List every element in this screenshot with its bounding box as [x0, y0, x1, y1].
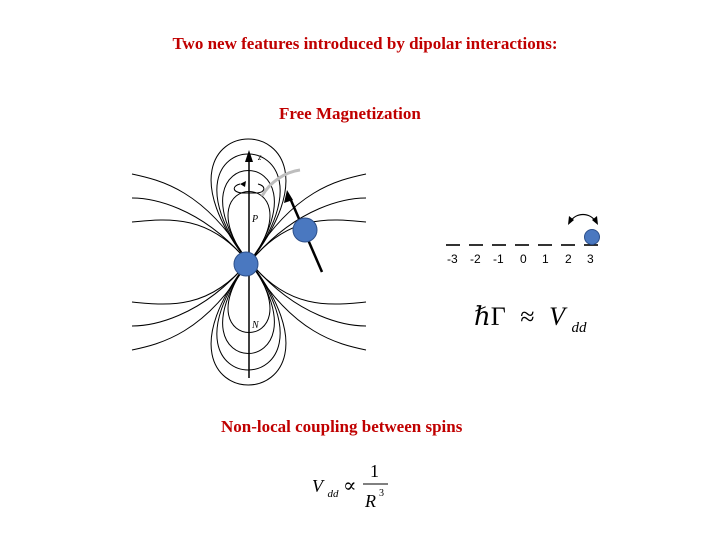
transition-double-arrow: [570, 215, 596, 223]
dipole-atom: [234, 252, 258, 276]
free-magnetization-heading: Free Magnetization: [279, 104, 421, 124]
level-label: 3: [587, 252, 594, 266]
rotation-arrow-icon: [234, 184, 264, 193]
tilted-spin-arrowhead: [284, 190, 293, 203]
scaling-relation: ∝: [343, 475, 357, 497]
level-label: -3: [447, 252, 458, 266]
level-labels: -3 -2 -1 0 1 2 3: [440, 252, 610, 272]
rate-rhs-subscript: dd: [571, 320, 587, 336]
level-label: -1: [493, 252, 504, 266]
rate-relation: ≈: [520, 302, 534, 331]
level-label: 2: [565, 252, 572, 266]
label-n: N: [251, 320, 260, 331]
scaling-lhs-subscript: dd: [328, 488, 340, 500]
scaling-exponent: 3: [379, 488, 384, 499]
z-axis-arrowhead: [245, 150, 253, 162]
rate-lhs: ℏΓ: [474, 302, 506, 331]
scaling-lhs: V: [312, 476, 325, 496]
z-axis-label: z: [257, 152, 262, 162]
rate-rhs: V: [549, 302, 568, 331]
label-p: P: [251, 214, 258, 225]
svg-text:ℏΓ ≈ V dd: ℏΓ ≈ V dd: [474, 302, 587, 336]
tilted-spin-arrow: [290, 198, 322, 272]
field-lines: [132, 139, 366, 385]
precession-arc: [262, 170, 300, 196]
slide-title: Two new features introduced by dipolar i…: [0, 34, 720, 54]
spin-atom: [585, 230, 600, 245]
svg-text:V dd: V dd: [312, 476, 339, 500]
level-label: 0: [520, 252, 527, 266]
nonlocal-coupling-heading: Non-local coupling between spins: [221, 417, 462, 437]
level-label: 1: [542, 252, 549, 266]
scaling-denominator: R: [364, 491, 376, 511]
tilted-spin-atom: [293, 218, 317, 242]
level-label: -2: [470, 252, 481, 266]
scaling-numerator: 1: [370, 461, 379, 481]
